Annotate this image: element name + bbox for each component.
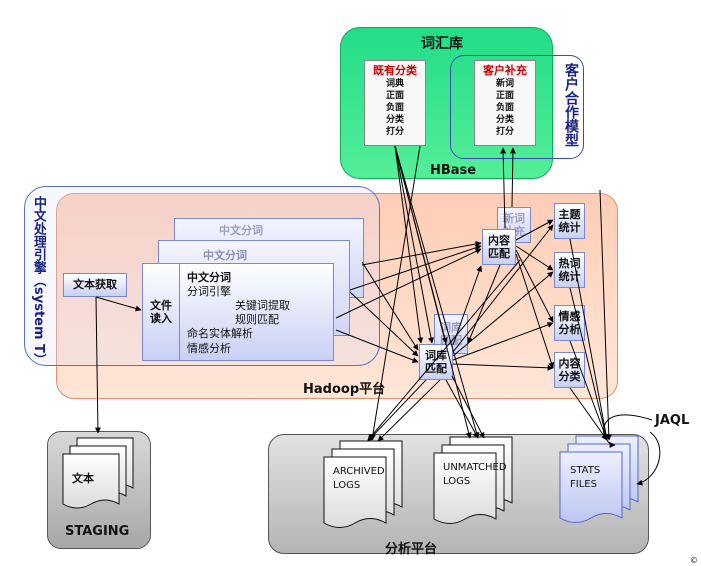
existing-item: 分类: [385, 115, 404, 125]
topic-stats-box: 主题统计: [554, 203, 585, 239]
stats-files-label: STATS FILES: [570, 465, 601, 490]
customer-item: 新词: [495, 79, 514, 89]
archived-logs-document: [323, 440, 403, 528]
file-read-label: 文件读入: [150, 299, 172, 325]
staging-doc-label: 文本: [72, 472, 94, 485]
ghost-segmentation-label: 中文分词: [219, 224, 263, 237]
text-fetch-box: 文本获取: [63, 273, 127, 297]
copyright-mark: ©: [690, 556, 698, 565]
jaql-label: JAQL: [655, 413, 690, 428]
rule-matching-line: 规则匹配: [235, 313, 279, 326]
customer-model-region: [450, 55, 584, 159]
engine-label: 中文处理引擎（system T）: [31, 196, 46, 364]
customer-supplement-box: 客户补充 新词 正面 负面 分类 打分: [474, 60, 536, 146]
customer-supplement-title: 客户补充: [483, 64, 527, 77]
flow-arrows: [94, 145, 661, 486]
customer-item: 负面: [495, 103, 514, 113]
analysis-label: 分析平台: [385, 542, 438, 557]
named-entity-line: 命名实体解析: [187, 327, 253, 340]
topic-stats-label: 主题统计: [558, 208, 581, 234]
unmatched-logs-document: [433, 436, 513, 524]
segmentation-title: 中文分词: [187, 271, 231, 284]
sentiment-analysis-line: 情感分析: [187, 342, 231, 355]
existing-category-box: 既有分类 词典 正面 负面 分类 打分: [364, 60, 426, 146]
existing-category-title: 既有分类: [373, 64, 417, 77]
existing-item: 打分: [385, 127, 404, 137]
keyword-extraction-line: 关键词提取: [235, 299, 290, 312]
content-category-box: 内容分类: [554, 352, 585, 388]
sentiment-output-label: 情感分析: [558, 310, 581, 336]
customer-model-label: 客户合作模型: [563, 63, 579, 147]
hbase-footer: HBase: [430, 163, 477, 178]
existing-item: 词典: [385, 79, 404, 89]
chinese-processing-box: 文件读入 中文分词 分词引擎 关键词提取 规则匹配 命名实体解析 情感分析: [142, 263, 334, 361]
customer-item: 分类: [495, 115, 514, 125]
archived-logs-label: ARCHIVED LOGS: [333, 466, 385, 491]
hadoop-label: Hadoop平台: [303, 382, 386, 397]
customer-item: 正面: [495, 91, 514, 101]
text-fetch-label: 文本获取: [73, 278, 117, 291]
customer-item: 打分: [495, 127, 514, 137]
hbase-title: 词汇库: [421, 36, 463, 52]
file-read-box: 文件读入: [143, 264, 180, 360]
content-match-box: 内容匹配: [482, 229, 516, 265]
ghost-segmentation-label-2: 中文分词: [203, 249, 247, 262]
unmatched-logs-label: UNMATCHED LOGS: [443, 462, 507, 487]
existing-item: 负面: [385, 103, 404, 113]
hot-word-stats-box: 热词统计: [554, 252, 585, 288]
content-match-label: 内容匹配: [488, 234, 510, 260]
existing-item: 正面: [385, 91, 404, 101]
sentiment-output-box: 情感分析: [554, 305, 585, 341]
staging-label: STAGING: [65, 524, 130, 539]
staging-document-stack: [62, 437, 134, 509]
content-category-label: 内容分类: [558, 357, 581, 383]
stats-files-document: [559, 435, 639, 523]
segmentation-engine-line: 分词引擎: [187, 285, 231, 298]
